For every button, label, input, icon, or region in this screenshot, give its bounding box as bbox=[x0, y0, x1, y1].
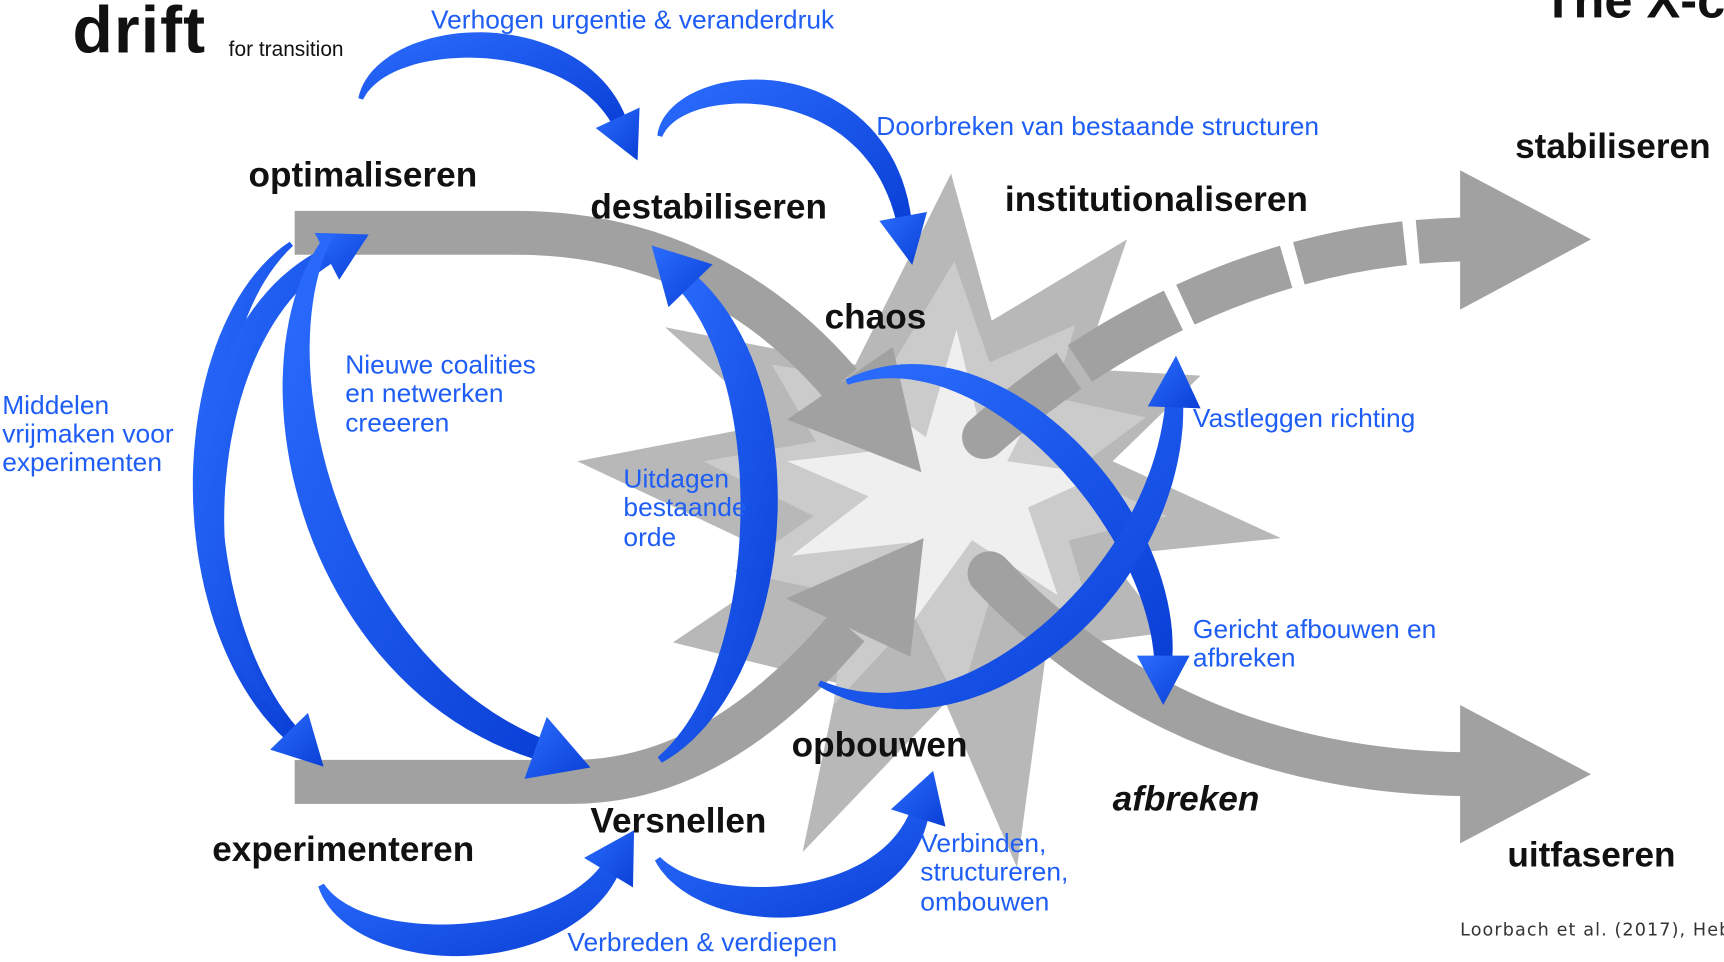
action-nieuwe-coalities-line: Nieuwe coalities bbox=[345, 349, 536, 379]
action-uitdagen-line: Uitdagen bbox=[623, 464, 729, 494]
arrow-verbinden bbox=[654, 770, 946, 918]
action-verhogen-urgentie: Verhogen urgentie & veranderdruk bbox=[431, 5, 835, 35]
action-labels: Verhogen urgentie & veranderdruk Doorbre… bbox=[2, 5, 1436, 957]
phase-out-band bbox=[967, 551, 1487, 797]
logo-wordmark: drift bbox=[73, 0, 207, 67]
arrow-verbreden bbox=[318, 830, 635, 957]
arrow-head bbox=[890, 770, 946, 827]
arrow-nieuwe-coalities bbox=[282, 233, 591, 779]
action-gericht-afbouwen-line: afbreken bbox=[1193, 643, 1296, 673]
arrow-shaft bbox=[845, 364, 1173, 659]
arrow-shaft bbox=[358, 32, 627, 125]
action-verbinden-line: structureren, bbox=[920, 857, 1068, 887]
arrow-shaft bbox=[197, 247, 334, 714]
action-arrows bbox=[192, 32, 1201, 957]
action-vastleggen-richting: Vastleggen richting bbox=[1193, 403, 1415, 433]
logo-tagline: for transition bbox=[229, 38, 344, 61]
arrow-head bbox=[651, 245, 713, 308]
regime-band-top-arrowhead bbox=[787, 347, 922, 473]
arrow-shaft bbox=[318, 864, 619, 957]
action-nieuwe-coalities-line: en netwerken bbox=[345, 378, 503, 408]
label-institutionaliseren: institutionaliseren bbox=[1005, 180, 1308, 219]
phase-out-band-arrowhead bbox=[1460, 705, 1591, 844]
arrow-head bbox=[270, 712, 324, 767]
label-optimaliseren: optimaliseren bbox=[248, 156, 477, 195]
arrow-shaft bbox=[817, 403, 1184, 710]
action-gericht-afbouwen-line: Gericht afbouwen en bbox=[1193, 614, 1436, 644]
action-middelen-line: experimenten bbox=[2, 447, 162, 477]
action-uitdagen-line: bestaande bbox=[623, 492, 746, 522]
label-destabiliseren: destabiliseren bbox=[590, 188, 827, 227]
arrow-head bbox=[595, 107, 640, 161]
niche-band-bottom-arrowhead bbox=[786, 538, 924, 657]
arrow-gericht-afbouwen bbox=[845, 364, 1190, 706]
label-opbouwen: opbouwen bbox=[792, 726, 968, 765]
label-chaos: chaos bbox=[825, 297, 927, 336]
stabilize-band-arrowhead bbox=[1460, 170, 1591, 310]
arrow-uitdagen bbox=[651, 245, 778, 763]
arrow-vastleggen-richting bbox=[817, 355, 1201, 710]
label-stabiliseren: stabiliseren bbox=[1515, 127, 1711, 166]
arrow-shaft bbox=[282, 233, 543, 760]
arrow-head bbox=[584, 830, 635, 888]
arrow-head bbox=[879, 211, 927, 265]
niche-band-bottom bbox=[294, 612, 865, 804]
action-middelen-line: vrijmaken voor bbox=[2, 419, 174, 449]
label-uitfaseren: uitfaseren bbox=[1507, 835, 1675, 874]
action-verbinden-line: ombouwen bbox=[920, 886, 1049, 916]
action-nieuwe-coalities-line: creeeren bbox=[345, 408, 449, 438]
arrow-head bbox=[1136, 655, 1190, 706]
arrow-head bbox=[1147, 355, 1201, 409]
label-experimenteren: experimenteren bbox=[212, 830, 474, 869]
label-versnellen: Versnellen bbox=[590, 801, 766, 840]
arrow-shaft bbox=[657, 79, 912, 222]
transition-bands bbox=[294, 170, 1591, 844]
phase-labels: optimaliseren destabiliseren institution… bbox=[212, 127, 1710, 874]
arrow-shaft bbox=[654, 811, 929, 918]
arrow-doorbreken bbox=[657, 79, 927, 265]
page-title: The X-c bbox=[1543, 0, 1724, 29]
arrow-verhogen-urgentie bbox=[358, 32, 640, 161]
action-doorbreken: Doorbreken van bestaande structuren bbox=[876, 111, 1319, 141]
action-verbinden-line: Verbinden, bbox=[920, 828, 1046, 858]
action-uitdagen-line: orde bbox=[623, 522, 676, 552]
citation: Loorbach et al. (2017), Hebinck bbox=[1460, 921, 1724, 941]
label-afbreken: afbreken bbox=[1113, 779, 1260, 818]
action-middelen-line: Middelen bbox=[2, 390, 109, 420]
arrow-head bbox=[524, 716, 591, 779]
arrow-shaft bbox=[657, 275, 778, 763]
action-verbreden: Verbreden & verdiepen bbox=[567, 927, 837, 957]
logo: drift for transition bbox=[73, 0, 344, 67]
stabilize-band bbox=[969, 217, 1463, 454]
